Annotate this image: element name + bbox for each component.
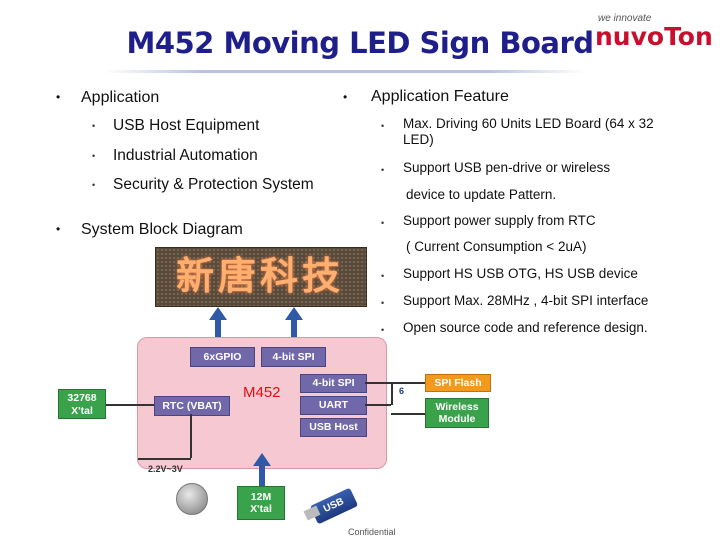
pin-count-label: 6	[399, 386, 405, 396]
title-underline	[105, 70, 585, 73]
bullet-dot: •	[381, 218, 385, 228]
nuvoton-logo: nuvoTon	[595, 22, 713, 51]
confidential-label: Confidential	[348, 527, 396, 537]
led-sign-board	[155, 247, 367, 307]
diagram-heading: System Block Diagram	[81, 221, 243, 238]
connector-line	[365, 382, 425, 384]
bullet-dot: •	[92, 180, 96, 190]
feature-item: Support Max. 28MHz , 4-bit SPI interface	[403, 293, 649, 308]
application-item: Industrial Automation	[113, 147, 258, 164]
feature-item: Support HS USB OTG, HS USB device	[403, 266, 638, 281]
feature-item: Support power supply from RTC	[403, 213, 596, 228]
arrow-shaft	[215, 320, 221, 347]
feature-item: Open source code and reference design.	[403, 320, 648, 335]
bullet-dot: •	[343, 90, 348, 104]
feature-item: Support USB pen-drive or wireless	[403, 160, 611, 175]
application-item: Security & Protection System	[113, 176, 314, 193]
spi-top-block: 4-bit SPI	[261, 347, 326, 367]
bullet-dot: •	[381, 165, 385, 175]
arrow-shaft	[291, 320, 297, 347]
feature-heading: Application Feature	[371, 88, 509, 105]
bullet-dot: •	[56, 222, 61, 236]
usb-host-block: USB Host	[300, 418, 367, 437]
spi-right-block: 4-bit SPI	[300, 374, 367, 393]
arrow-up-icon	[209, 307, 227, 320]
bullet-dot: •	[92, 121, 96, 131]
chip-name: M452	[243, 384, 281, 401]
spi-flash-block: SPI Flash	[425, 374, 491, 392]
application-item: USB Host Equipment	[113, 117, 260, 134]
arrow-up-icon	[253, 453, 271, 466]
connector-line	[391, 382, 393, 405]
gpio-block: 6xGPIO	[190, 347, 255, 367]
rtc-block: RTC (VBAT)	[154, 396, 230, 416]
uart-block: UART	[300, 396, 367, 415]
coin-battery-icon	[176, 483, 208, 515]
arrow-shaft	[259, 466, 265, 486]
bullet-dot: •	[381, 298, 385, 308]
application-heading: Application	[81, 89, 160, 106]
xtal-12m-block: 12M X'tal	[237, 486, 285, 520]
feature-item: Max. Driving 60 Units LED Board (64 x 32…	[403, 116, 654, 147]
usb-drive-icon: USB	[309, 487, 359, 525]
xtal-32768-block: 32768 X'tal	[58, 389, 106, 419]
bullet-dot: •	[381, 325, 385, 335]
feature-item-continued: ( Current Consumption < 2uA)	[406, 239, 587, 254]
arrow-up-icon	[285, 307, 303, 320]
led-sign-text: 新唐科技	[175, 254, 344, 298]
connector-line	[106, 404, 154, 406]
bullet-dot: •	[92, 151, 96, 161]
bullet-dot: •	[56, 90, 61, 104]
connector-line	[391, 413, 425, 415]
connector-line	[138, 458, 191, 460]
logo-tagline: we innovate	[598, 13, 652, 24]
bullet-dot: •	[381, 121, 385, 131]
wireless-module-block: Wireless Module	[425, 398, 489, 428]
feature-item-continued: device to update Pattern.	[406, 187, 557, 202]
bullet-dot: •	[381, 271, 385, 281]
connector-line	[365, 404, 391, 406]
connector-line	[190, 414, 192, 458]
slide-title: M452 Moving LED Sign Board	[126, 26, 594, 60]
voltage-label: 2.2V~3V	[148, 464, 183, 474]
